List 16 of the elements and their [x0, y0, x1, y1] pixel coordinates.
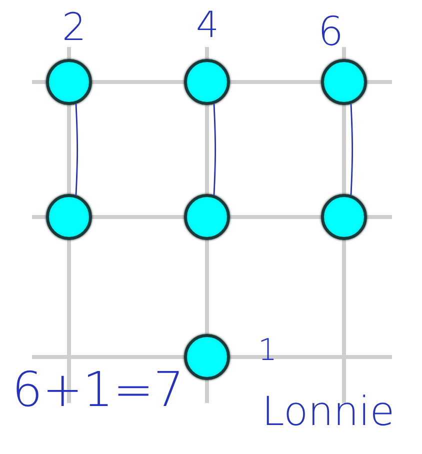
dot — [184, 334, 230, 380]
column-number: 2 — [62, 8, 86, 46]
dot — [321, 59, 367, 105]
dot — [46, 59, 92, 105]
hand-drawn-line — [213, 104, 216, 196]
dot — [184, 59, 230, 105]
dot — [46, 194, 92, 240]
column-number: 6 — [318, 12, 344, 52]
column-number: 4 — [196, 8, 219, 44]
hand-drawn-line — [350, 104, 354, 196]
handwritten-mark: 1 — [258, 336, 278, 366]
dot — [321, 194, 367, 240]
dot — [184, 194, 230, 240]
equation-text: 6+1=7 — [12, 366, 184, 414]
hand-drawn-line — [75, 104, 78, 196]
handwritten-name: Lonnie — [262, 392, 394, 432]
